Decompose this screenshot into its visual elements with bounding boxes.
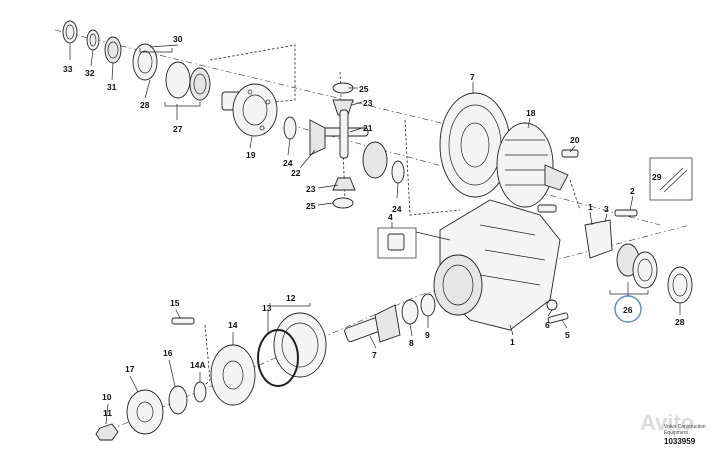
leader-lines	[69, 44, 681, 425]
callout-1-top: 1	[588, 202, 593, 212]
nut-6	[546, 299, 558, 311]
callout-22: 22	[291, 168, 301, 178]
callout-33: 33	[63, 64, 73, 74]
group-brackets	[139, 48, 649, 307]
callout-24-right: 24	[392, 204, 402, 214]
callout-26: 26	[623, 305, 633, 315]
crown-wheel-7	[439, 92, 511, 198]
gear-30	[132, 43, 158, 81]
shim-8	[401, 299, 419, 325]
bolt-15	[171, 317, 195, 325]
differential-case-18	[496, 122, 569, 208]
callout-29: 29	[652, 172, 662, 182]
callout-24-left: 24	[283, 158, 293, 168]
callout-28-right: 28	[675, 317, 685, 327]
callout-1-bottom: 1	[510, 337, 515, 347]
watermark: Avito	[640, 410, 694, 435]
callout-30: 30	[173, 34, 183, 44]
callout-4: 4	[388, 212, 393, 222]
callout-9: 9	[425, 330, 430, 340]
footer-line-1: Volvo Construction	[664, 424, 706, 430]
differential-housing-19	[221, 83, 278, 137]
drive-pinion-7	[344, 304, 401, 343]
callout-3: 3	[604, 204, 609, 214]
callout-13: 13	[262, 303, 272, 313]
callout-6: 6	[545, 320, 550, 330]
bearing-cap-3	[584, 219, 613, 259]
washer-24-left	[283, 116, 297, 140]
axle-housing-1	[433, 199, 561, 331]
callout-31: 31	[107, 82, 117, 92]
spacer-14a	[193, 381, 207, 403]
callout-14a: 14A	[190, 360, 206, 370]
callout-27: 27	[173, 124, 183, 134]
callout-14: 14	[228, 320, 238, 330]
callout-12: 12	[286, 293, 296, 303]
callout-25-top: 25	[359, 84, 369, 94]
callout-10: 10	[102, 392, 112, 402]
companion-flange-17	[126, 389, 164, 435]
spider-assembly	[309, 82, 388, 209]
bolt-2	[614, 209, 638, 217]
callout-7-bottom: 7	[372, 350, 377, 360]
callout-25-bottom: 25	[306, 201, 316, 211]
bolt-set-1-top	[537, 204, 557, 213]
callout-2: 2	[630, 186, 635, 196]
gasket-4	[377, 227, 417, 259]
cotter-pin-29	[649, 157, 693, 201]
callout-19: 19	[246, 150, 256, 160]
callout-17: 17	[125, 364, 135, 374]
o-ring-13	[257, 329, 299, 387]
document-number: 1033959	[664, 437, 696, 446]
bearing-31	[104, 36, 122, 64]
washer-24-right	[391, 160, 405, 184]
callout-23-bottom: 23	[306, 184, 316, 194]
nut-10	[95, 423, 119, 441]
bearing-28-top	[165, 61, 211, 101]
callout-20: 20	[570, 135, 580, 145]
flange-housing-14	[210, 344, 256, 406]
bolt-5	[547, 312, 569, 324]
callout-23-top: 23	[363, 98, 373, 108]
snap-ring-33	[62, 20, 78, 44]
callout-8: 8	[409, 338, 414, 348]
callout-labels: 33 32 31 30 28 27 19 24 22 25 23 21 23 2…	[63, 34, 685, 418]
callout-5: 5	[565, 330, 570, 340]
callout-11: 11	[103, 408, 112, 418]
callout-7-top: 7	[470, 72, 475, 82]
washer-32	[86, 29, 100, 51]
callout-21: 21	[363, 123, 373, 133]
callout-28-top: 28	[140, 100, 150, 110]
pinion-bearing-12	[273, 312, 327, 378]
callout-18: 18	[526, 108, 536, 118]
callout-16: 16	[163, 348, 173, 358]
bolt-20	[561, 149, 579, 158]
footer-line-2: Equipment	[664, 430, 689, 436]
callout-15: 15	[170, 298, 180, 308]
seal-16	[168, 385, 188, 415]
adjusting-ring-28	[667, 266, 693, 304]
callout-32: 32	[85, 68, 95, 78]
bearing-9	[420, 293, 436, 317]
bearing-26	[616, 243, 658, 289]
